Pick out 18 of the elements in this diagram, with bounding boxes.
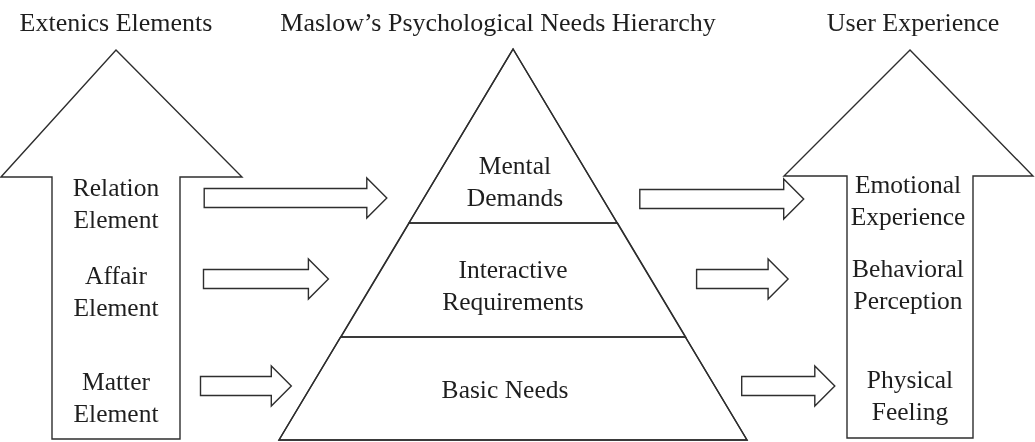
- column-title: User Experience: [826, 8, 1000, 38]
- element-label: Affair Element: [73, 260, 159, 324]
- block-arrow: [741, 364, 836, 408]
- element-label: Relation Element: [72, 172, 160, 236]
- block-arrow: [202, 257, 330, 301]
- tier-label: Mental Demands: [466, 150, 564, 214]
- element-label: Behavioral Perception: [852, 253, 964, 317]
- block-arrow: [199, 364, 293, 408]
- element-label: Matter Element: [73, 366, 159, 430]
- block-arrow: [203, 176, 388, 220]
- tier-label: Interactive Requirements: [442, 254, 584, 318]
- block-arrow: [695, 257, 790, 301]
- tier-label: Basic Needs: [441, 374, 569, 406]
- column-title: Maslow’s Psychological Needs Hierarchy: [280, 8, 716, 38]
- element-label: Emotional Experience: [850, 169, 966, 233]
- element-label: Physical Feeling: [866, 364, 954, 428]
- block-arrow: [639, 177, 805, 221]
- column-title: Extenics Elements: [19, 8, 213, 38]
